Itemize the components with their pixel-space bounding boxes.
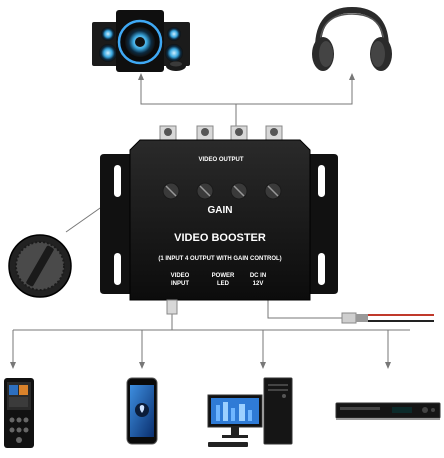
connector-lines [12, 80, 410, 362]
desktop-computer-icon [207, 377, 293, 447]
video-output-label: VIDEO OUTPUT [198, 157, 244, 163]
dc-in-line-2: 12V [252, 281, 264, 287]
gain-knob-closeup-icon [8, 234, 72, 298]
smartphone-icon [126, 377, 158, 445]
video-input-line-1: VIDEO [170, 273, 190, 279]
dc-in-label: DC IN 12V [238, 272, 278, 288]
power-led-line-1: POWER [211, 273, 235, 279]
video-input-line-2: INPUT [171, 281, 189, 287]
dvd-player-icon [335, 402, 441, 420]
headphones-icon [312, 6, 392, 71]
arrowheads [10, 73, 391, 369]
device-title: VIDEO BOOSTER [174, 232, 266, 244]
power-led-label: POWER LED [203, 272, 243, 288]
video-input-label: VIDEO INPUT [160, 272, 200, 288]
speaker-system-icon [92, 10, 190, 72]
power-cable-icon [341, 312, 434, 324]
dc-in-line-1: DC IN [249, 273, 267, 279]
power-led-line-2: LED [217, 281, 229, 287]
device-subtitle: (1 INPUT 4 OUTPUT WITH GAIN CONTROL) [158, 256, 282, 262]
gain-knobs [162, 182, 282, 200]
video-booster-device [100, 125, 338, 315]
video-output-jacks [159, 125, 283, 141]
mp3-player-icon [4, 378, 34, 448]
gain-label: GAIN [207, 205, 233, 216]
